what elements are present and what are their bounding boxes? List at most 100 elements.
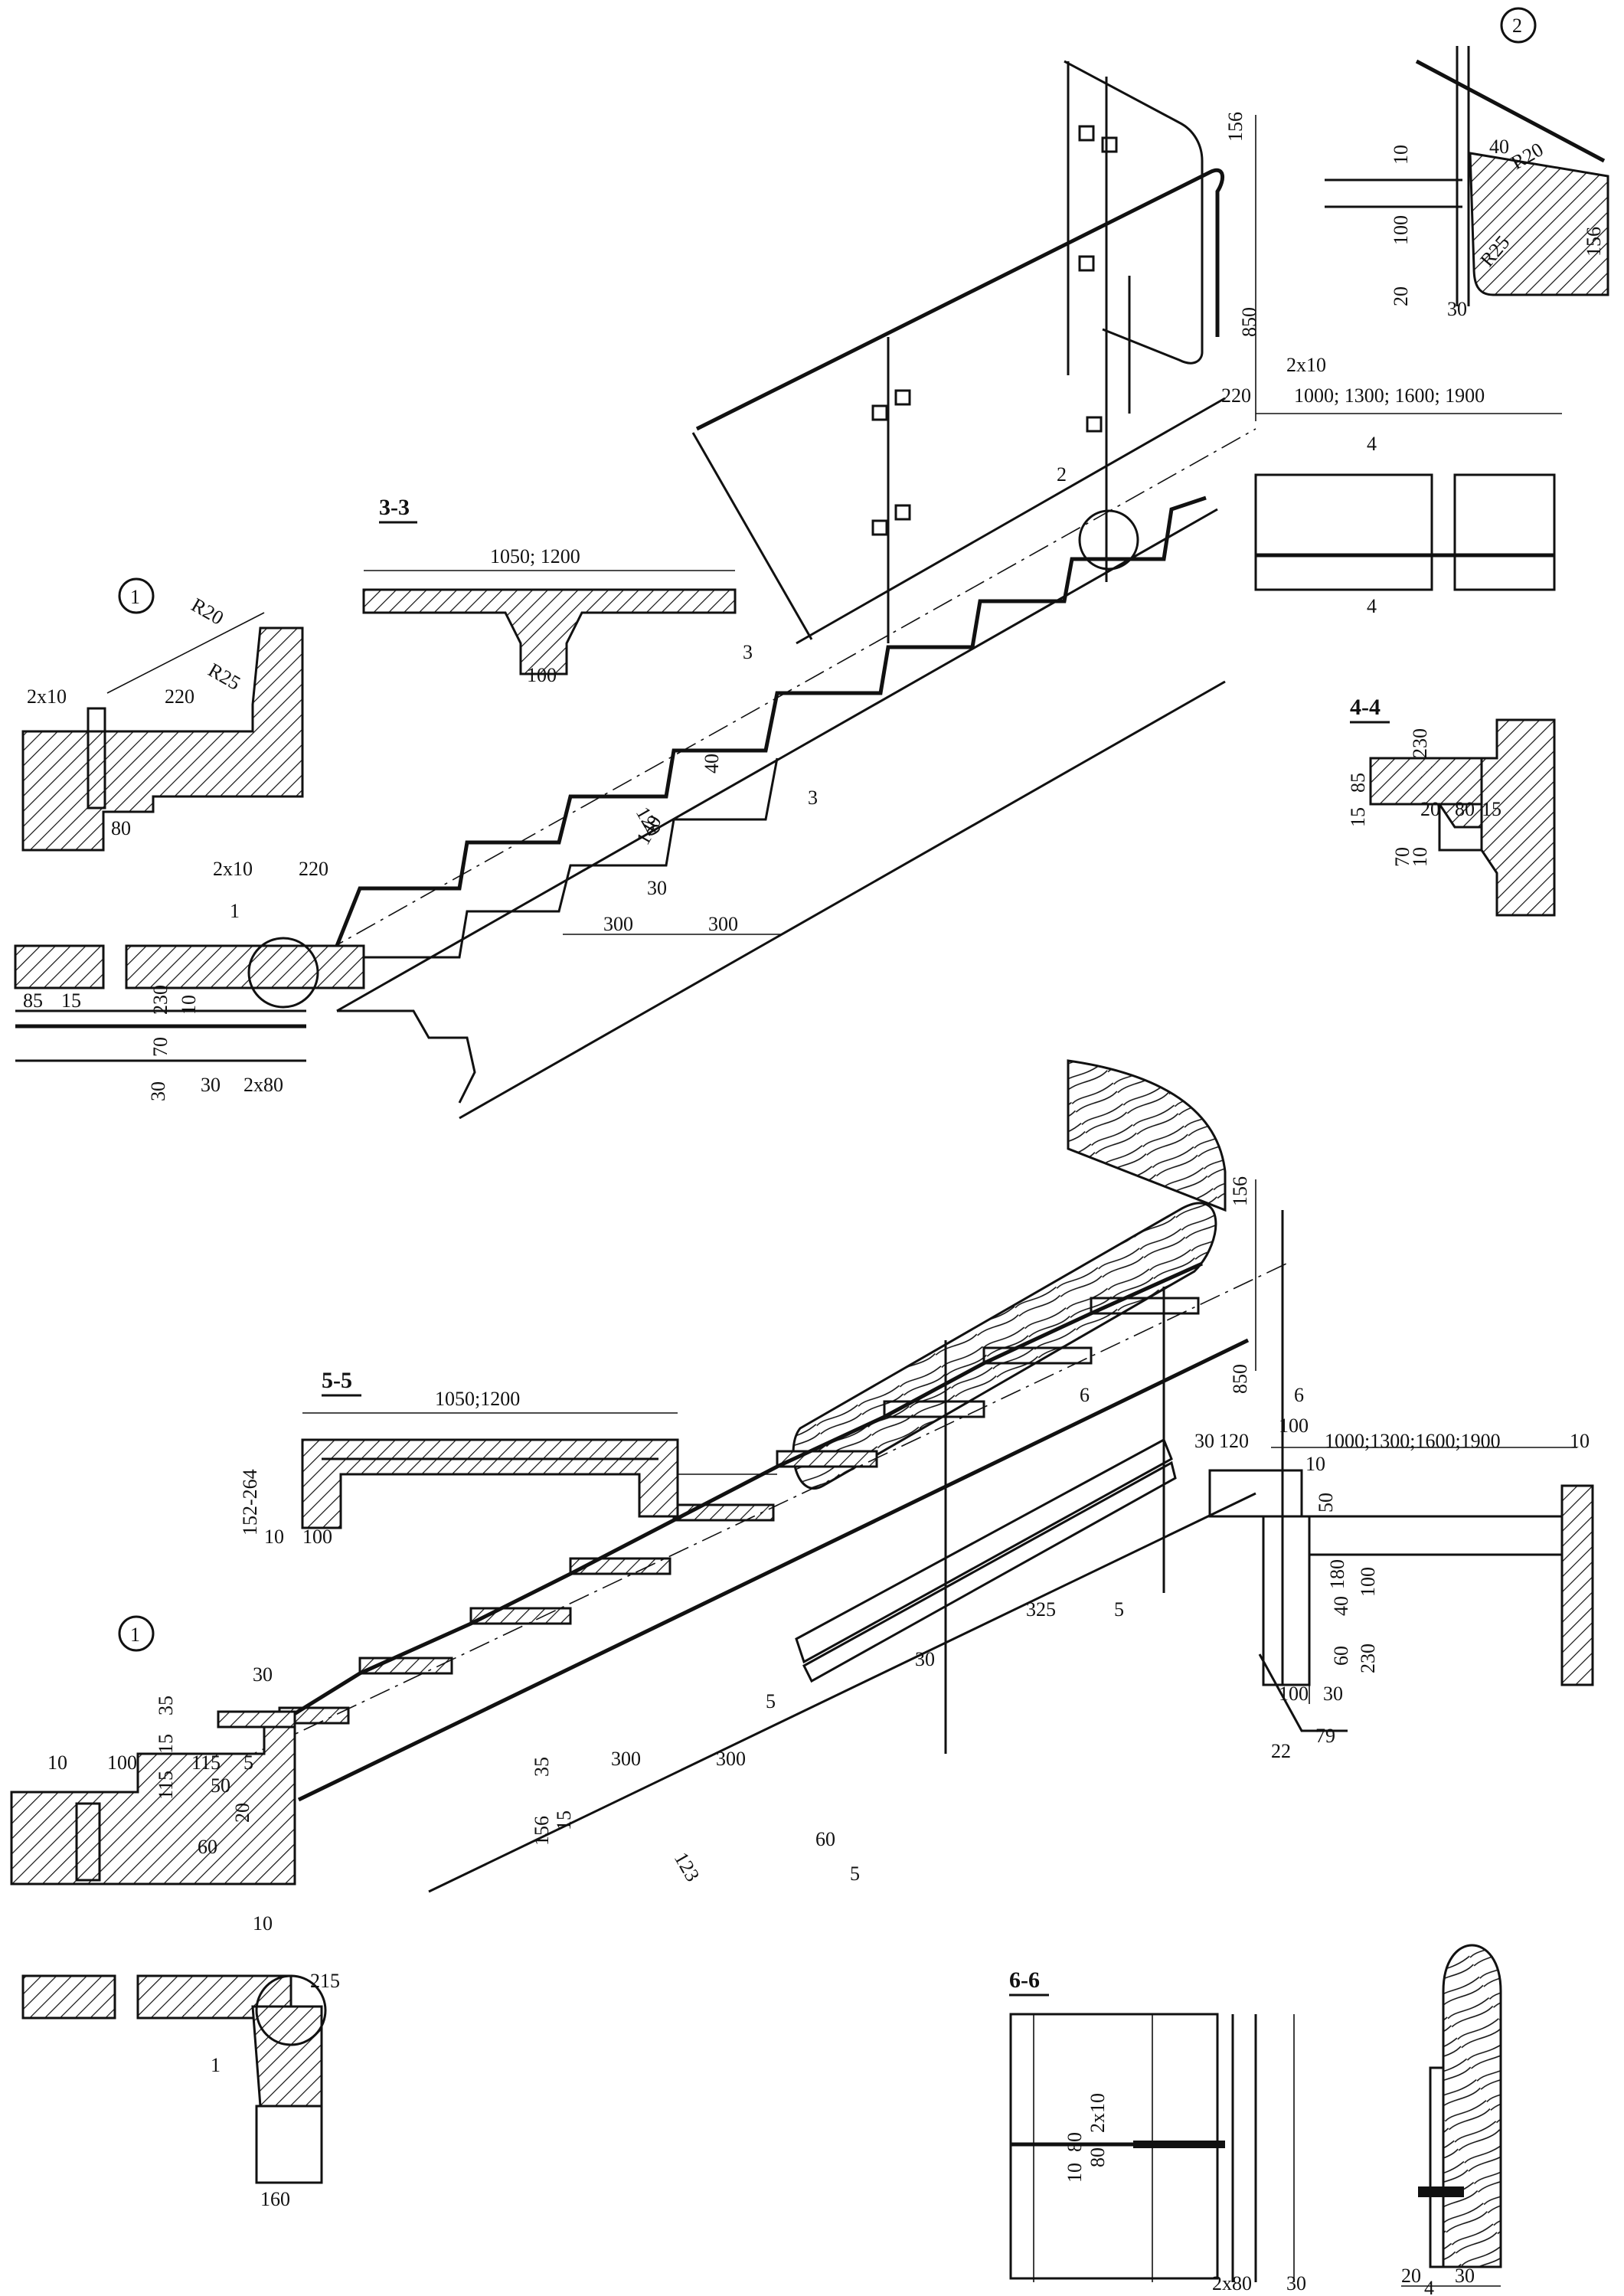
section-mark-3b: 3 [808,787,818,809]
upper-flight-axis [260,428,1256,989]
detail-1-r25: R25 [204,659,244,695]
lower-dim-215: 215 [310,1970,340,1992]
lower-dim-160: 160 [260,2188,290,2210]
section-5-5-title: 5-5 [322,1368,352,1393]
detail-1-bottom-10: 10 [47,1751,67,1774]
detail-1-bottom-20: 20 [231,1803,253,1823]
lower-dim-100c: 100 [1279,1683,1309,1705]
section-3-3-title: 3-3 [379,495,410,520]
detail-1-bottom-badge [118,1615,155,1652]
lower-dim-30c: 30 [915,1648,935,1670]
detail-2-20: 20 [1390,286,1412,306]
section-4-4-230: 230 [1409,728,1431,758]
lower-dim-10b: 10 [1305,1453,1325,1475]
lower-dim-156b: 156 [531,1816,553,1846]
detail-1-bottom-plate [75,1802,101,1882]
section-3-3-100: 100 [527,664,557,686]
upper-detail-2-circle [1078,509,1139,571]
dim-220: 220 [1221,384,1251,407]
section-mark-4a: 4 [1367,433,1377,455]
dim-40: 40 [701,754,723,774]
upper-right-landing-b [1453,473,1556,591]
section-3-3-width: 1050; 1200 [490,545,580,567]
detail-1-r20: R20 [188,594,227,630]
detail-1-top: 1 R20 R25 2x10 220 80 [21,577,304,852]
upper-handrail [695,168,1225,431]
section-4-4-85: 85 [1347,773,1369,793]
detail-1-top-plate [87,707,106,809]
detail-2-top-badge [1500,7,1537,44]
detail-2-156: 156 [1583,227,1605,257]
lower-treads [278,1297,1200,1725]
section-6-6-10: 10 [1064,2163,1086,2183]
upper-flight-soffit-lower [459,680,1226,1120]
lower-dim-325: 325 [1026,1598,1056,1621]
lower-stringer-bottom [297,1338,1250,1802]
lower-flight-axis [237,1263,1287,1762]
section-6-6-80a: 80 [1064,2132,1086,2152]
lower-dim-widths: 1000;1300;1600;1900 [1325,1430,1501,1452]
detail-1-bottom-30: 30 [253,1663,273,1686]
leader-1-bottom: 1 [211,2054,221,2076]
detail-2-30: 30 [1447,298,1467,320]
section-3-3: 3-3 1050; 1200 100 [362,495,737,686]
detail-1-bottom-115b: 115 [191,1751,221,1774]
section-mark-6b: 6 [1294,1384,1304,1406]
dim-30: 30 [647,877,667,899]
landing-30a: 30 [147,1081,169,1101]
upper-stair-view: 156 850 2x10 220 1000; 1300; 1600; 1900 … [14,60,1562,1120]
section-mark-5a: 5 [766,1690,776,1712]
lower-dim-300a: 300 [611,1748,641,1770]
dim-300b: 300 [708,913,738,935]
handrail-20: 20 [1401,2265,1421,2287]
landing-2x80: 2x80 [243,1074,283,1096]
lower-lower-rail [795,1437,1177,1683]
section-4-4-80: 80 [1455,798,1475,820]
section-4-4-wall [1480,718,1556,917]
detail-1-top-number: 1 [130,586,140,608]
lower-dim-300b: 300 [716,1748,746,1770]
section-4-4-slab [1369,757,1483,829]
detail-1-top-section [21,626,304,852]
section-4-4-70: 70 [1391,847,1413,867]
detail-1-bottom-115a: 115 [155,1771,177,1800]
lower-landing-beam [251,2005,323,2108]
detail-1-bottom-100: 100 [107,1751,137,1774]
lower-wood-newel [1067,1059,1227,1212]
lower-dim-10a: 10 [1570,1430,1590,1452]
section-4-4-plate [1438,803,1483,852]
detail-1-bottom-60: 60 [198,1836,217,1858]
detail-2-handrail-slope [1415,59,1606,163]
lower-dim-156: 156 [1229,1176,1251,1206]
detail-1-bottom-5: 5 [243,1751,253,1774]
lower-right-column [1262,1515,1311,1686]
detail-1-80: 80 [111,817,131,839]
lower-dim-100a: 100 [1279,1415,1309,1437]
upper-bolts [871,125,1118,536]
upper-bottom-return [337,1009,476,1104]
section-5-5-100: 100 [302,1526,332,1548]
landing-220: 220 [299,858,328,880]
section-mark-3a: 3 [743,641,753,663]
detail-2-section [1469,152,1609,296]
detail-2-100: 100 [1390,215,1412,245]
upper-inner-steps [351,757,779,988]
landing-30b: 30 [201,1074,221,1096]
section-6-6-30: 30 [1286,2272,1306,2294]
lower-dim-5: 5 [1114,1598,1124,1621]
dim-156: 156 [1224,112,1247,142]
landing-85: 85 [23,989,43,1012]
detail-1-220: 220 [165,685,194,708]
section-5-5-10: 10 [264,1526,284,1548]
upper-detail-1-circle [247,937,319,1009]
upper-landing-slab-left [14,944,105,989]
detail-1-top-slope [106,612,265,694]
section-5-5-width: 1050;1200 [435,1388,520,1410]
tread-7 [883,1400,985,1418]
lower-dim-100b: 100 [1357,1567,1379,1597]
lower-right-block [1208,1469,1303,1518]
lower-dim-180: 180 [1326,1559,1348,1589]
lower-right-wall [1560,1484,1594,1686]
dim-widths: 1000; 1300; 1600; 1900 [1294,384,1485,407]
